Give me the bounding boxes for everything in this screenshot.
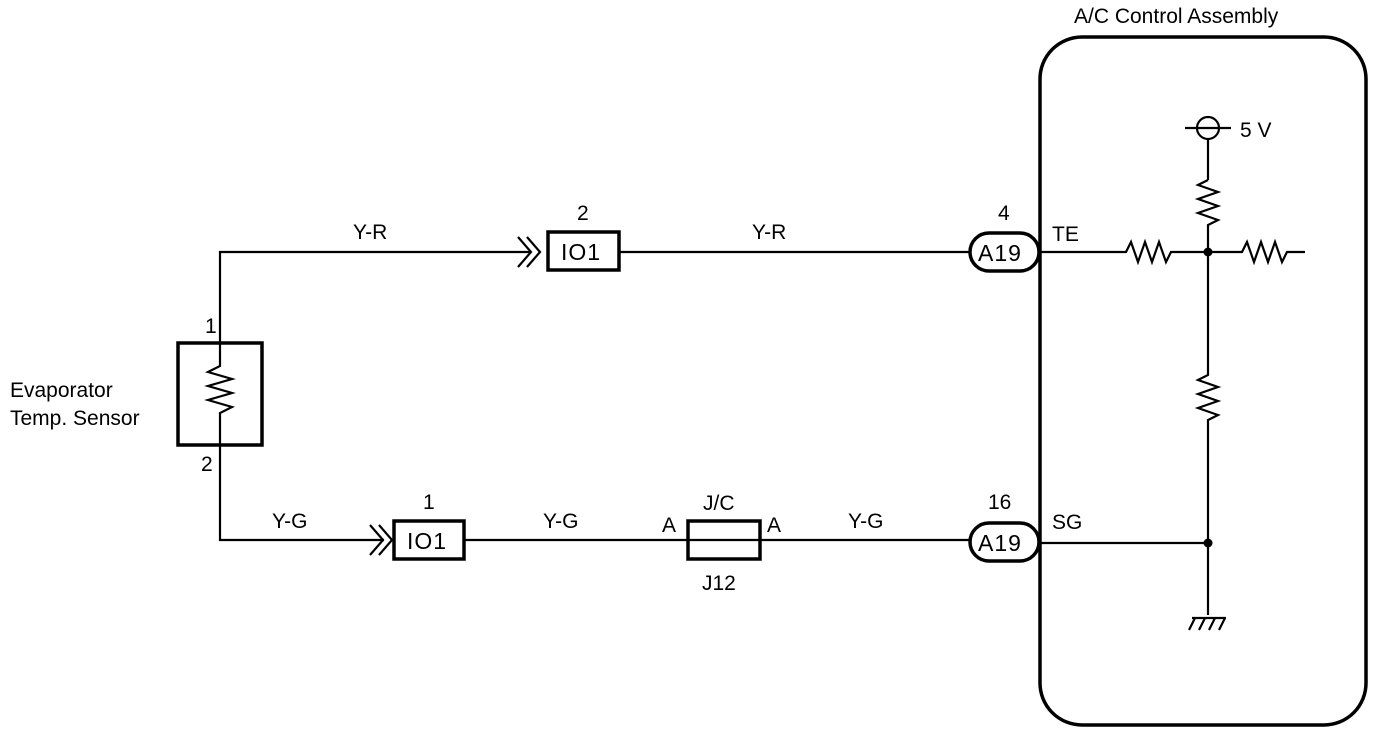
sensor-name-line2: Temp. Sensor (10, 407, 140, 430)
wire-label-y-g-mid: Y-G (543, 510, 578, 533)
connector-io1-top-pin: 2 (577, 202, 589, 225)
junction-id: J12 (702, 572, 736, 595)
terminal-sg: SG (1052, 511, 1082, 534)
wire-label-y-r-right: Y-R (752, 221, 786, 244)
terminal-te: TE (1052, 223, 1079, 246)
ecu-pin-16: 16 (988, 491, 1011, 514)
wire-y-g-left (218, 445, 384, 542)
ecu-pin-4: 4 (998, 202, 1010, 225)
ac-control-assembly-box (1038, 35, 1368, 727)
wire-label-y-r-left: Y-R (353, 221, 387, 244)
ac-control-assembly-title: A/C Control Assembly (1074, 5, 1279, 28)
wire-y-r-left (218, 250, 530, 343)
wire-label-y-g-right: Y-G (848, 510, 883, 533)
junction-pin-right: A (767, 514, 781, 537)
connector-io1-top-id: IO1 (561, 239, 601, 265)
connector-io1-bottom-pin: 1 (423, 491, 435, 514)
ecu-connector-a19-bottom-id: A19 (978, 530, 1022, 556)
connector-arrow-bottom (369, 524, 385, 556)
ecu-connector-a19-top-id: A19 (978, 240, 1022, 266)
connector-arrow-top (517, 236, 533, 268)
connector-arrow-top-2 (526, 236, 542, 268)
connector-arrow-bottom-2 (378, 524, 394, 556)
sensor-name-line1: Evaporator (10, 379, 113, 402)
evaporator-temp-sensor (176, 341, 264, 447)
junction-pin-left: A (662, 514, 676, 537)
connector-io1-bottom-id: IO1 (407, 528, 447, 554)
ecu-internal-circuit (1039, 115, 1305, 631)
junction-title: J/C (703, 492, 735, 515)
wire-label-y-g-left: Y-G (272, 510, 307, 533)
supply-voltage-label: 5 V (1240, 119, 1272, 142)
sensor-pin-1: 1 (205, 315, 217, 338)
sensor-pin-2: 2 (201, 453, 213, 476)
